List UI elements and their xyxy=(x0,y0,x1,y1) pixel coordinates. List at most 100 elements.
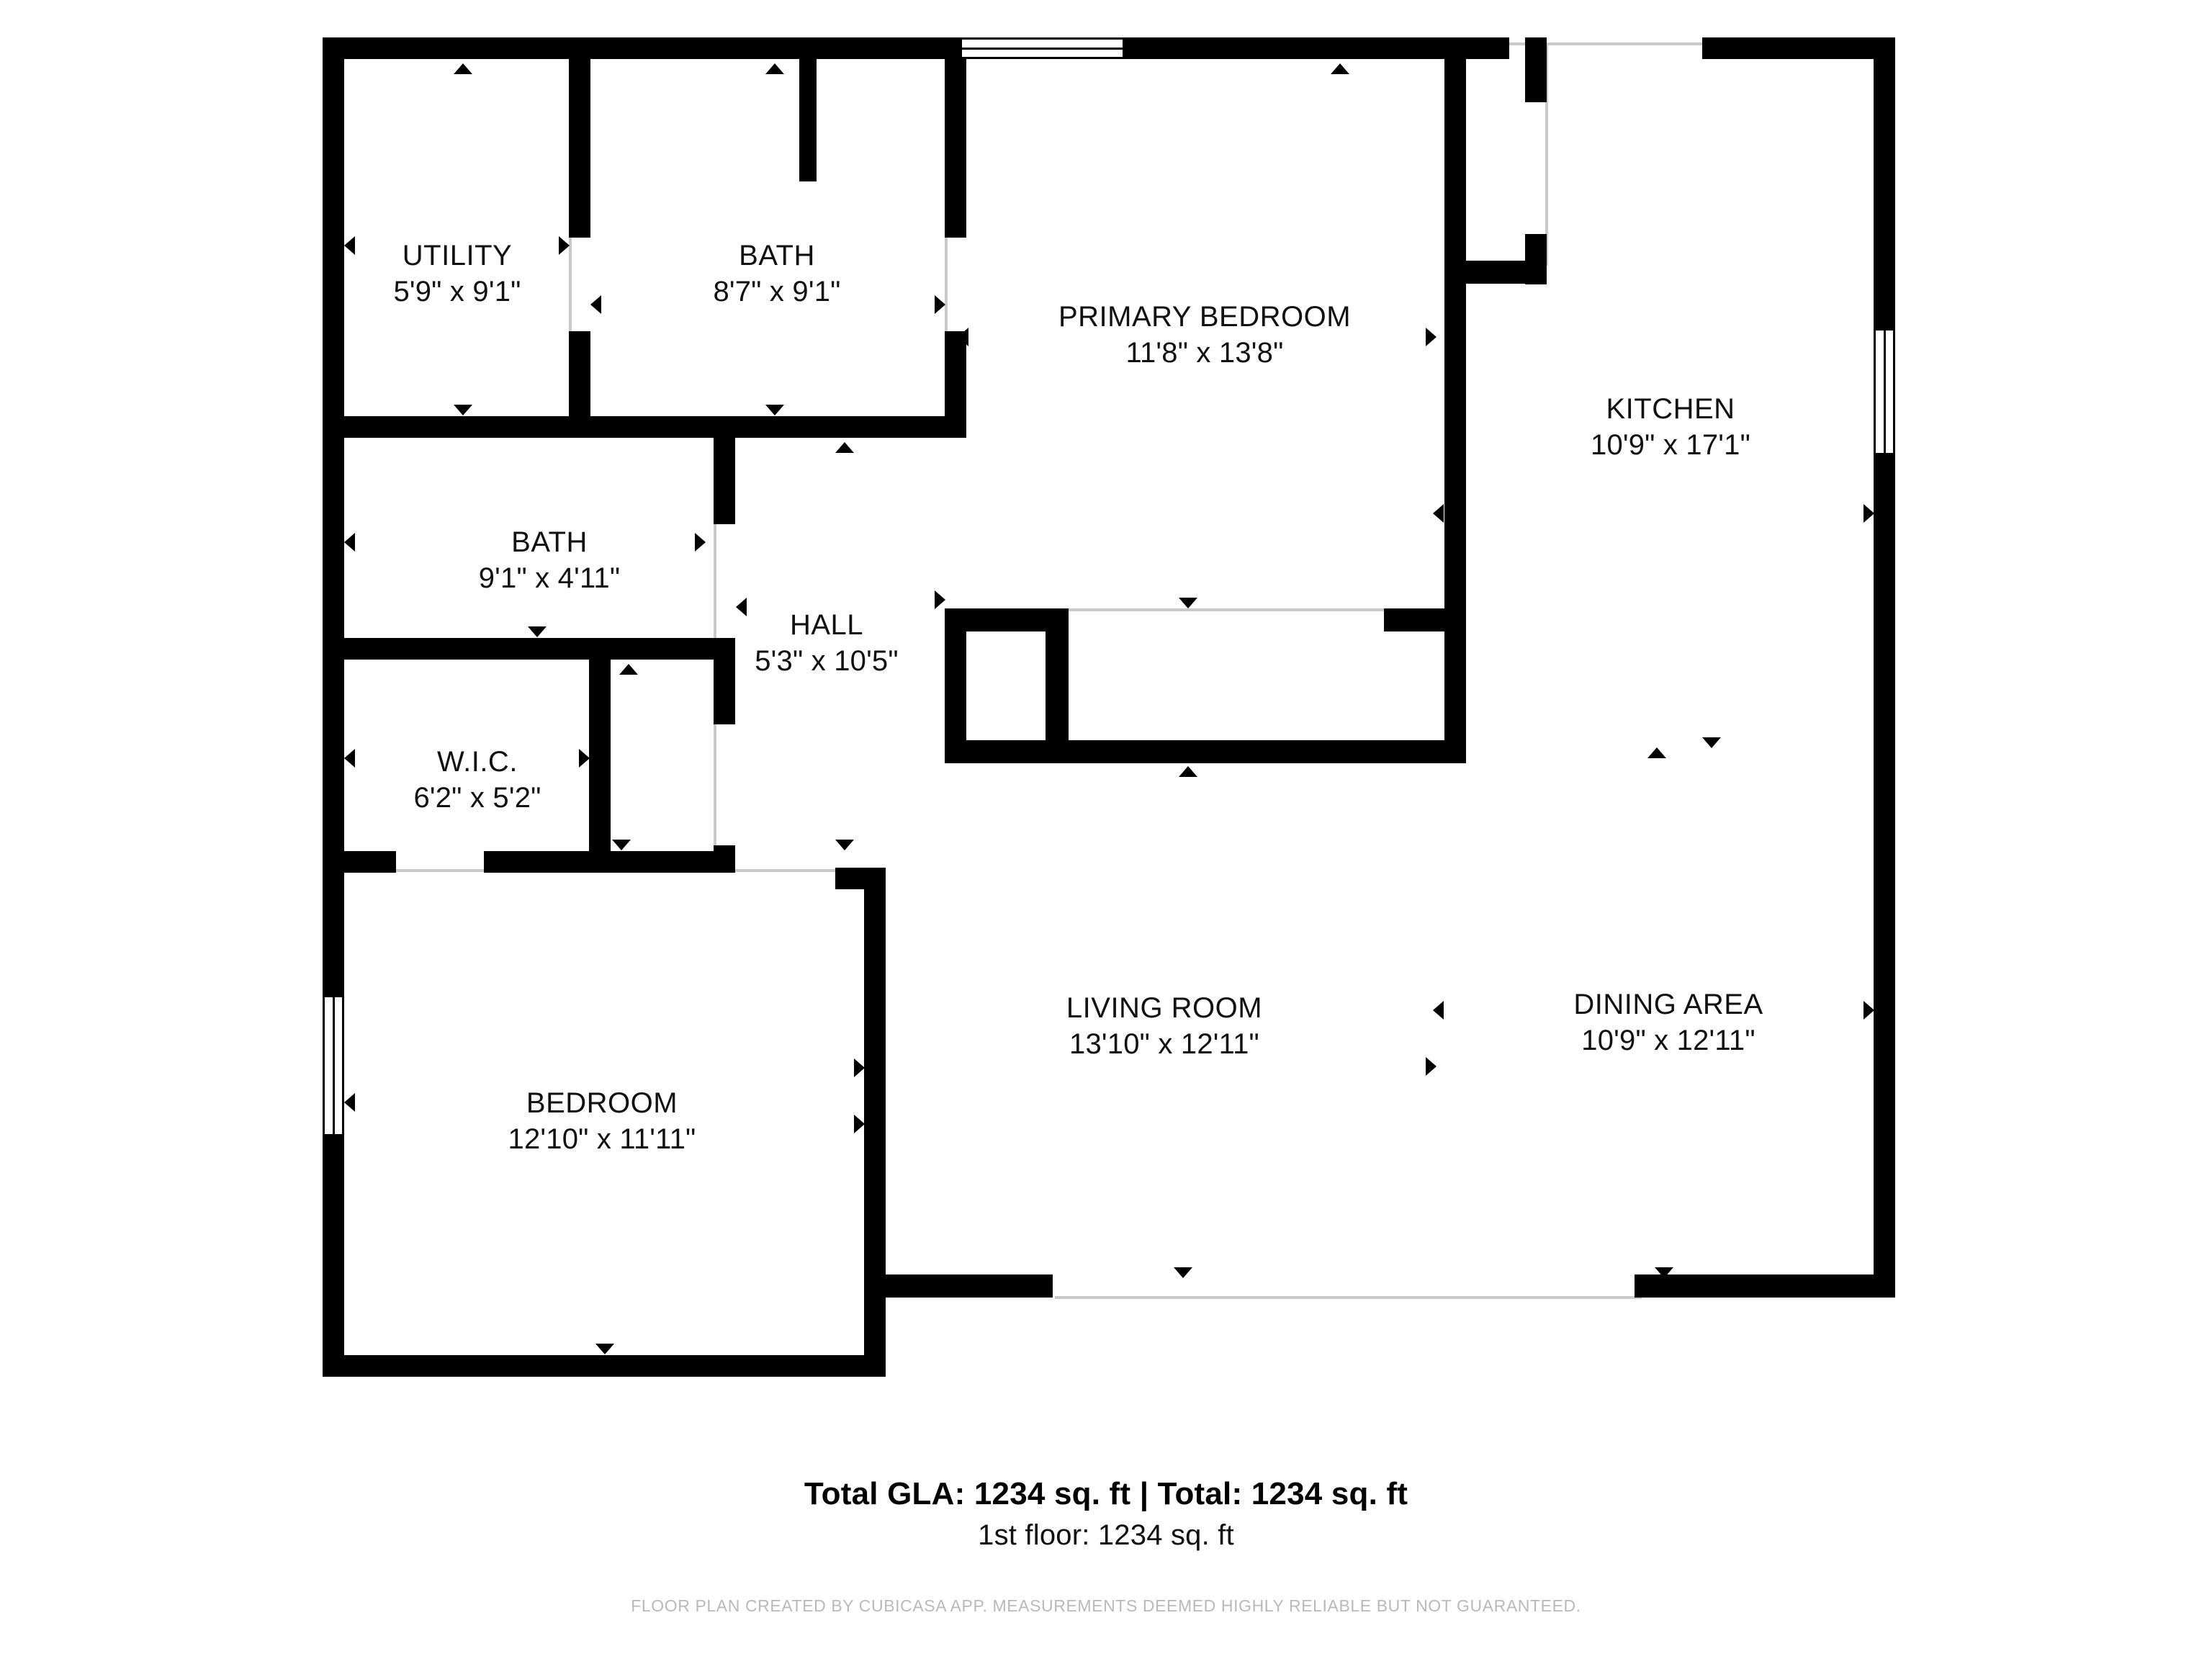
dimension-arrow-living-bottom xyxy=(1174,1267,1192,1278)
dimension-arrow-utility-bottom xyxy=(454,405,472,415)
interior-wall-bath-primary-lower xyxy=(945,331,966,432)
exterior-wall-right-lower xyxy=(1874,455,1895,1283)
window-top-bath xyxy=(960,37,1125,59)
room-dims-utility: 5'9" x 9'1" xyxy=(393,276,521,307)
room-label-hall: HALL 5'3" x 10'5" xyxy=(755,607,899,679)
dimension-arrow-living-right2 xyxy=(1426,1057,1437,1076)
dimension-arrow-wic-left xyxy=(344,749,355,768)
dimension-arrow-bath-upper-left xyxy=(590,295,601,314)
exterior-wall-left-lower xyxy=(323,1136,344,1377)
room-label-bath-upper: BATH 8'7" x 9'1" xyxy=(713,238,840,310)
room-name-bath-lower: BATH xyxy=(511,526,588,558)
room-dims-living-room: 13'10" x 12'11" xyxy=(1069,1028,1259,1060)
dimension-arrow-primary-bottom2 xyxy=(1179,766,1197,777)
interior-wall-primary-bottom-right-stub xyxy=(1384,608,1466,631)
interior-wall-primary-closet-bottom xyxy=(1444,261,1547,284)
dimension-arrow-kitchen-b xyxy=(1702,737,1721,748)
interior-wall-bath-upper-stub xyxy=(799,37,817,181)
dimension-arrow-wic-right xyxy=(579,749,590,768)
room-label-utility: UTILITY 5'9" x 9'1" xyxy=(393,238,521,310)
exterior-wall-bottom-bedroom xyxy=(323,1355,886,1377)
floor-plan-footer: Total GLA: 1234 sq. ft | Total: 1234 sq.… xyxy=(0,1476,2212,1616)
floor-plan-drawing: UTILITY 5'9" x 9'1" BATH 8'7" x 9'1" PRI… xyxy=(323,37,1895,1377)
exterior-wall-top-right xyxy=(1702,37,1895,59)
room-label-wic: W.I.C. 6'2" x 5'2" xyxy=(413,744,541,816)
room-name-dining-area: DINING AREA xyxy=(1573,989,1763,1020)
interior-wall-primary-closet-right-top xyxy=(1525,37,1547,102)
room-dims-hall: 5'3" x 10'5" xyxy=(755,645,899,677)
interior-wall-utility-bath-bottom xyxy=(323,416,966,438)
interior-wall-utility-bath-upper xyxy=(569,37,590,238)
opening-line-bath-door xyxy=(945,238,948,331)
total-area-summary: Total GLA: 1234 sq. ft | Total: 1234 sq.… xyxy=(804,1476,1408,1511)
exterior-wall-left-upper xyxy=(323,37,344,995)
window-right-kitchen xyxy=(1874,328,1895,455)
exterior-wall-top-left xyxy=(323,37,960,59)
room-dims-bath-upper: 8'7" x 9'1" xyxy=(713,276,841,307)
dimension-arrow-bath-lower-left xyxy=(344,533,355,552)
room-label-bath-lower: BATH 9'1" x 4'11" xyxy=(479,524,621,596)
opening-line-primary-closet-right xyxy=(1545,45,1548,266)
disclaimer-text: FLOOR PLAN CREATED BY CUBICASA APP. MEAS… xyxy=(631,1596,1581,1615)
room-name-utility: UTILITY xyxy=(402,240,513,271)
room-label-living-room: LIVING ROOM 13'10" x 12'11" xyxy=(1066,990,1262,1062)
room-label-dining-area: DINING AREA 10'9" x 12'11" xyxy=(1573,986,1763,1058)
dimension-arrow-primary-bottom xyxy=(1179,598,1197,608)
exterior-wall-living-ledge xyxy=(864,1274,1053,1298)
room-dims-wic: 6'2" x 5'2" xyxy=(413,782,541,814)
exterior-wall-bedroom-right xyxy=(864,868,886,1377)
interior-wall-left-stub-wic-bottom xyxy=(323,851,396,873)
dimension-arrow-bath-upper-bottom xyxy=(765,405,784,415)
room-dims-dining-area: 10'9" x 12'11" xyxy=(1581,1025,1755,1056)
room-label-primary-bedroom: PRIMARY BEDROOM 11'8" x 13'8" xyxy=(1058,299,1351,371)
interior-wall-wic-right xyxy=(589,660,611,873)
opening-line-utility-door xyxy=(569,238,572,331)
dimension-arrow-primary-right2 xyxy=(1433,504,1444,523)
exterior-wall-right-upper xyxy=(1874,37,1895,328)
dimension-arrow-dining-bottom xyxy=(1655,1267,1673,1278)
dimension-arrow-utility-right xyxy=(559,236,570,255)
room-name-hall: HALL xyxy=(789,609,864,641)
dimension-arrow-living-right xyxy=(1433,1001,1444,1020)
room-name-wic: W.I.C. xyxy=(437,746,518,778)
interior-wall-bedroom-top-right xyxy=(835,868,886,889)
opening-line-hall-left-upper xyxy=(714,439,716,638)
dimension-arrow-primary-left xyxy=(958,328,968,346)
dimension-arrow-utility-left xyxy=(344,236,355,255)
dimension-arrow-bath-lower-right xyxy=(695,533,706,552)
interior-wall-utility-bath-lower xyxy=(569,331,590,432)
dimension-arrow-dining-right xyxy=(1863,1001,1874,1020)
interior-wall-bath-lower-bottom xyxy=(323,638,735,660)
room-name-kitchen: KITCHEN xyxy=(1606,393,1735,425)
dimension-arrow-hall-bottom xyxy=(835,840,854,850)
dimension-arrow-primary-top xyxy=(1331,63,1349,74)
interior-wall-bath-primary-upper xyxy=(945,37,966,238)
dimension-arrow-kitchen-a xyxy=(1647,747,1666,758)
dimension-arrow-bedroom-right2 xyxy=(854,1115,865,1133)
dimension-arrow-bath-upper-top xyxy=(765,63,784,74)
dimension-arrow-hall-left xyxy=(736,598,747,616)
interior-wall-primary-closet2-divider xyxy=(1046,608,1069,750)
interior-wall-hall-left-top xyxy=(714,438,735,524)
dimension-arrow-bedroom-bottom xyxy=(595,1344,614,1354)
opening-line-hall-left-lower xyxy=(714,662,716,871)
dimension-arrow-primary-right xyxy=(1426,328,1437,346)
interior-wall-primary-bottom xyxy=(945,740,1466,763)
dimension-arrow-bedroom-left xyxy=(344,1093,355,1112)
dimension-arrow-hall-top xyxy=(835,442,854,453)
room-label-bedroom: BEDROOM 12'10" x 11'11" xyxy=(508,1085,696,1157)
room-name-bedroom: BEDROOM xyxy=(526,1087,678,1119)
dimension-arrow-wic-bottom xyxy=(612,840,631,850)
dimension-arrow-kitchen-right xyxy=(1863,504,1874,523)
interior-wall-primary-right xyxy=(1444,284,1466,763)
dimension-arrow-bedroom-right xyxy=(854,1058,865,1077)
dimension-arrow-bath-upper-right xyxy=(935,295,945,314)
room-name-bath-upper: BATH xyxy=(739,240,815,271)
window-left-bedroom xyxy=(323,995,344,1136)
dimension-arrow-bath-lower-bottom xyxy=(528,626,547,637)
opening-line-kitchen-top xyxy=(1507,42,1703,45)
room-dims-kitchen: 10'9" x 17'1" xyxy=(1591,429,1750,461)
dimension-arrow-hall-right xyxy=(935,590,945,609)
first-floor-area: 1st floor: 1234 sq. ft xyxy=(978,1519,1234,1551)
dimension-arrow-wic-top xyxy=(619,664,638,675)
